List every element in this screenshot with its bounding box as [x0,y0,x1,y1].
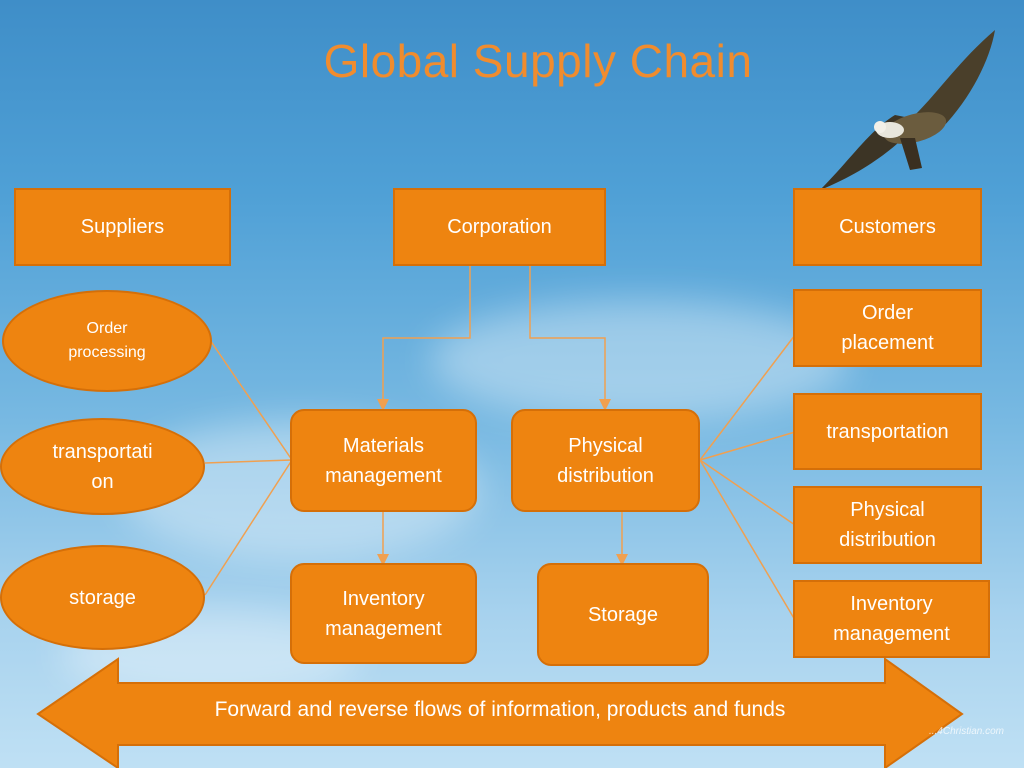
materials-management-box: Materials management [290,409,477,512]
cloud-decoration [430,300,850,420]
connector-order-placement [699,334,796,461]
suppliers-box: Suppliers [14,188,231,266]
connector-transportation-right [699,431,796,461]
flow-arrow-label: Forward and reverse flows of information… [214,698,786,721]
watermark: ...4Christian.com [928,726,1004,737]
inventory-management-right-box: Inventory management [793,580,990,658]
transportation-oval: transportati on [0,418,205,515]
connector-storage-left [204,459,293,596]
inventory-management-box: Inventory management [290,563,477,664]
eagle-image [820,30,995,190]
connector-physical-right [699,459,796,526]
physical-distribution-box: Physical distribution [511,409,700,512]
corporation-box: Corporation [393,188,606,266]
order-placement-box: Order placement [793,289,982,367]
storage-oval: storage [0,545,205,650]
storage-box: Storage [537,563,709,666]
physical-distribution-right-box: Physical distribution [793,486,982,564]
connector-inventory-right [699,459,796,621]
page-title: Global Supply Chain [323,35,753,87]
connector-corp-materials [377,265,471,411]
connector-transportation-left [204,459,293,464]
connector-corp-physical [529,265,611,411]
transportation-box: transportation [793,393,982,470]
connector-order-processing [209,339,293,461]
customers-box: Customers [793,188,982,266]
order-processing-oval: Order processing [2,290,212,392]
